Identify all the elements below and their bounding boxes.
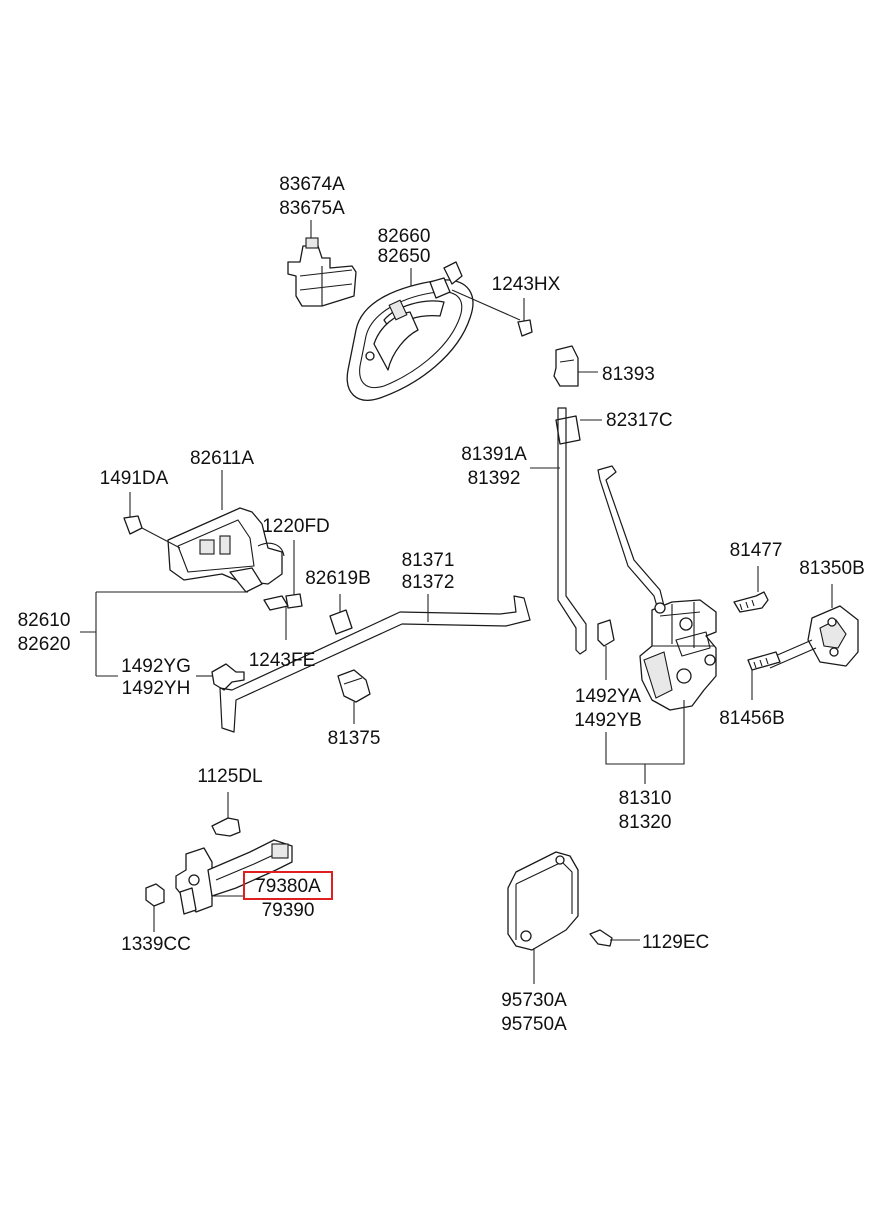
label-1492YG: 1492YG <box>121 656 191 677</box>
label-1129EC: 1129EC <box>642 932 709 953</box>
clip-81375-part <box>337 669 371 724</box>
label-81371: 81371 <box>402 550 455 571</box>
label-1125DL: 1125DL <box>197 766 262 787</box>
label-81392: 81392 <box>468 468 521 489</box>
door-checker-79380A-part <box>175 839 293 915</box>
label-1220FD: 1220FD <box>262 516 330 537</box>
screw-1243FE-part <box>263 595 289 640</box>
label-1492YH: 1492YH <box>122 678 191 699</box>
label-79390: 79390 <box>262 900 315 921</box>
screw-1243HX-part <box>517 298 533 337</box>
bracket-82610-group-leader <box>80 591 248 677</box>
label-82610: 82610 <box>18 610 71 631</box>
screw-1125DL-part <box>211 792 241 837</box>
outside-handle-82650-part <box>346 261 521 401</box>
actuator-95730A-part <box>507 851 579 984</box>
label-82611A: 82611A <box>190 448 254 469</box>
label-81310: 81310 <box>619 788 672 809</box>
label-82620: 82620 <box>18 634 71 655</box>
bracket-81310-group-leader <box>605 700 685 784</box>
label-81350B: 81350B <box>799 558 865 579</box>
label-82317C: 82317C <box>606 410 673 431</box>
nut-1339CC-part <box>145 883 165 932</box>
label-83675A: 83675A <box>279 198 345 219</box>
clip-1492YA-part <box>597 619 615 680</box>
label-1339CC: 1339CC <box>121 934 191 955</box>
label-82660: 82660 <box>378 226 431 247</box>
highlight-box-79380A <box>243 871 333 900</box>
screw-1491DA-part <box>123 492 181 549</box>
screw-1220FD-part <box>285 540 303 609</box>
bracket-83674A-part <box>287 220 357 307</box>
label-1243FE: 1243FE <box>249 650 316 671</box>
rod-upper-latch-part <box>597 465 665 611</box>
screw-1129EC-part <box>589 929 640 947</box>
label-82619B: 82619B <box>305 568 371 589</box>
label-81393: 81393 <box>602 364 655 385</box>
label-83674A: 83674A <box>279 174 345 195</box>
label-95750A: 95750A <box>501 1014 567 1035</box>
bolt-81456B-part <box>747 651 781 700</box>
door-latch-81310-part <box>639 599 717 711</box>
clip-82317C-part <box>555 415 602 445</box>
screw-81477-part <box>733 566 769 613</box>
label-1491DA: 1491DA <box>100 468 169 489</box>
label-81320: 81320 <box>619 812 672 833</box>
inside-handle-82610-part <box>167 470 285 593</box>
label-81477: 81477 <box>730 540 783 561</box>
rod-81391A-part <box>530 407 587 655</box>
label-81456B: 81456B <box>719 708 785 729</box>
label-79380A[interactable]: 79380A <box>255 876 321 897</box>
label-95730A: 95730A <box>501 990 567 1011</box>
label-82650: 82650 <box>378 246 431 267</box>
label-81375: 81375 <box>328 728 381 749</box>
clip-1492YG-part <box>196 663 245 691</box>
rod-81371-part <box>219 594 531 733</box>
label-1492YA: 1492YA <box>575 686 642 707</box>
label-1492YB: 1492YB <box>574 710 642 731</box>
clip-82619B-part <box>329 594 353 635</box>
clip-81393-part <box>553 345 598 387</box>
label-1243HX: 1243HX <box>492 274 561 295</box>
label-81372: 81372 <box>402 572 455 593</box>
striker-81350B-part <box>765 584 859 669</box>
label-81391A: 81391A <box>461 444 527 465</box>
